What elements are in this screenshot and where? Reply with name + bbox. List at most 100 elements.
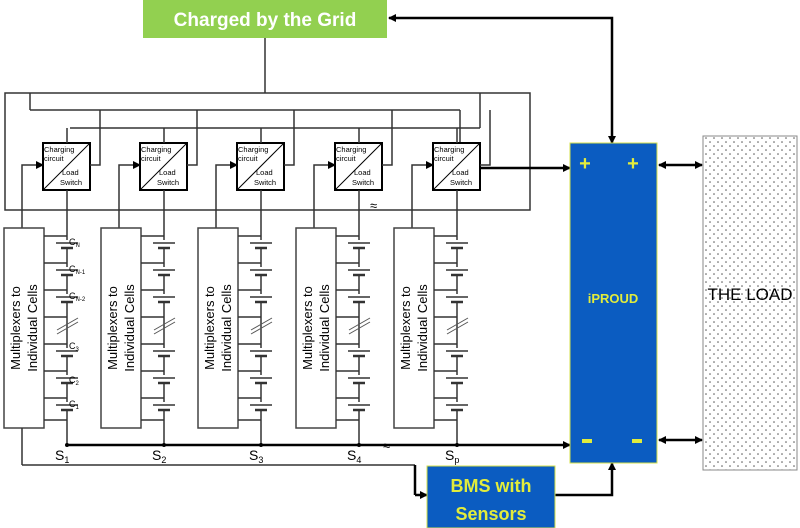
iproud-label: iPROUD: [588, 291, 639, 306]
cell-break-mark: [153, 317, 176, 331]
cell-label: CN: [69, 237, 80, 249]
converter-label: Load: [62, 168, 79, 177]
converter-label: Charging: [336, 145, 366, 154]
battery-cell: [347, 294, 371, 304]
mux-label-line2: Individual Cells: [122, 284, 137, 372]
mux-label-line2: Individual Cells: [317, 284, 332, 372]
battery-cell: [152, 348, 176, 358]
battery-cell: [347, 240, 371, 250]
string-label: S1: [55, 447, 69, 465]
cell-break-mark: [348, 317, 371, 331]
battery-cell: [152, 402, 176, 412]
converter-label: circuit: [336, 154, 357, 163]
converter-label: Load: [256, 168, 273, 177]
converter-label: Load: [354, 168, 371, 177]
cell-label: C2: [69, 375, 80, 387]
break-mark-top: ≈: [370, 198, 377, 213]
battery-cell: [152, 294, 176, 304]
battery-cell: [445, 348, 469, 358]
cell-label: C1: [69, 399, 80, 411]
grid-charger-box: Charged by the Grid: [143, 0, 387, 38]
string-label: S4: [347, 447, 361, 465]
string-label: Sp: [445, 447, 459, 465]
cell-label: CN-2: [69, 291, 86, 303]
battery-cell: [152, 240, 176, 250]
converter-label: circuit: [238, 154, 259, 163]
mux-label-line1: Multiplexers to: [202, 286, 217, 370]
converter-label: Load: [452, 168, 469, 177]
converter-label: Charging: [434, 145, 464, 154]
mux-label-line1: Multiplexers to: [8, 286, 23, 370]
mux-label-line1: Multiplexers to: [105, 286, 120, 370]
battery-cell: [445, 294, 469, 304]
mux-label-line1: Multiplexers to: [300, 286, 315, 370]
cell-label: CN-1: [69, 264, 86, 276]
cell-break-mark: [250, 317, 273, 331]
converter-label: Switch: [352, 178, 374, 187]
converter-label: Switch: [254, 178, 276, 187]
iproud-unit: iPROUD + +: [569, 142, 658, 464]
converter-label: Switch: [157, 178, 179, 187]
string-label: S2: [152, 447, 166, 465]
battery-cell: [249, 348, 273, 358]
cell-label: C3: [69, 341, 80, 353]
converter-label: Load: [159, 168, 176, 177]
converter-label: Switch: [60, 178, 82, 187]
negative-terminal-right: [632, 439, 642, 443]
control-arrows: [388, 14, 703, 497]
positive-terminal-left: +: [579, 153, 591, 175]
battery-cell: [445, 375, 469, 385]
converter-label: Charging: [44, 145, 74, 154]
mux-label-line2: Individual Cells: [415, 284, 430, 372]
battery-cell: [347, 375, 371, 385]
mux-label-line2: Individual Cells: [25, 284, 40, 372]
cell-break-mark: [56, 317, 79, 331]
battery-cell: [55, 402, 79, 412]
converter-label: circuit: [434, 154, 455, 163]
negative-terminal-left: [582, 439, 592, 443]
converter-label: Charging: [141, 145, 171, 154]
battery-cell: [249, 240, 273, 250]
bottom-bus: [21, 428, 571, 499]
battery-cell: [347, 348, 371, 358]
battery-cell: [55, 294, 79, 304]
grid-label: Charged by the Grid: [174, 10, 357, 31]
battery-cell: [55, 267, 79, 277]
positive-terminal-right: +: [627, 153, 639, 175]
mux-label-line1: Multiplexers to: [398, 286, 413, 370]
battery-cell: [445, 240, 469, 250]
bms-label-line2: Sensors: [455, 504, 526, 524]
converter-label: Switch: [450, 178, 472, 187]
battery-cell: [249, 402, 273, 412]
converter-label: circuit: [141, 154, 162, 163]
battery-cell: [445, 402, 469, 412]
battery-cell: [445, 267, 469, 277]
battery-cell: [249, 375, 273, 385]
string-label: S3: [249, 447, 263, 465]
mux-label-line2: Individual Cells: [219, 284, 234, 372]
battery-cell: [249, 294, 273, 304]
converter-label: Charging: [238, 145, 268, 154]
battery-cell: [55, 348, 79, 358]
battery-cell: [55, 240, 79, 250]
load-box: THE LOAD: [702, 135, 798, 471]
battery-cell: [55, 375, 79, 385]
converter-label: circuit: [44, 154, 65, 163]
battery-cell: [347, 402, 371, 412]
